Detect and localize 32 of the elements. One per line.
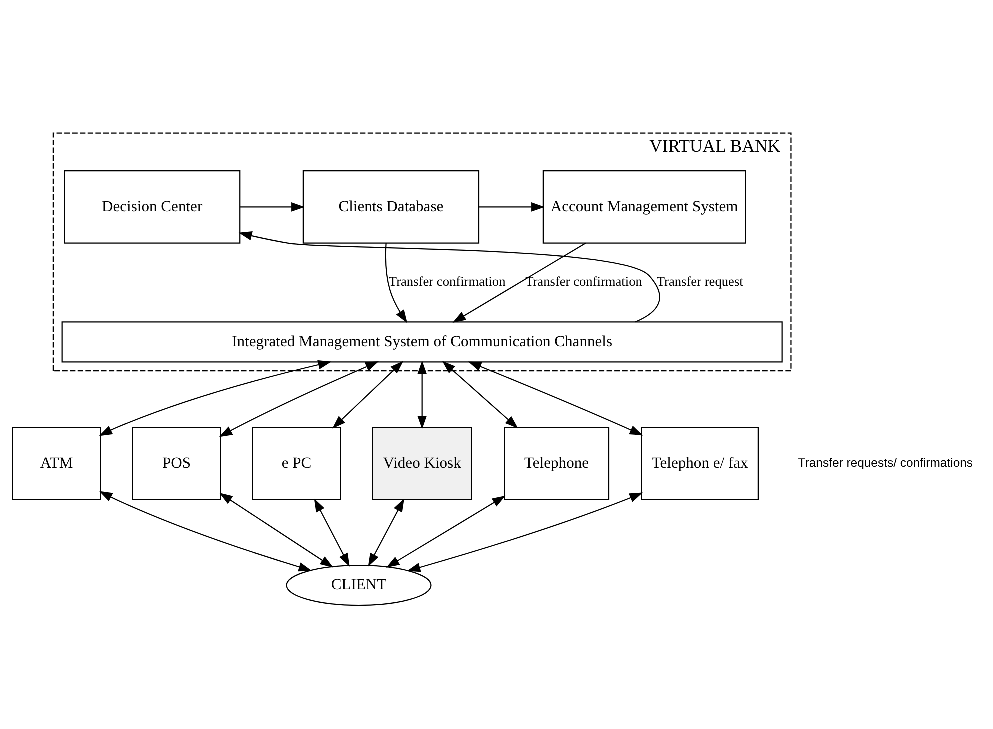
arrow — [442, 360, 518, 428]
arrow — [240, 202, 305, 212]
edge-label: Transfer request — [656, 274, 744, 289]
arrow — [238, 230, 660, 322]
node-box: Account Management System — [542, 170, 746, 244]
node-box: Video Kiosk — [372, 426, 472, 500]
node-box: POS — [132, 426, 222, 500]
node-box: Integrated Management System of Communication Channels — [62, 321, 783, 362]
node-box: Decision Center — [64, 170, 241, 244]
arrow — [418, 360, 427, 429]
node-ellipse: CLIENT — [286, 564, 432, 606]
arrow — [332, 360, 404, 428]
edge-label: Transfer confirmation — [526, 274, 642, 289]
arrow — [99, 360, 332, 436]
arrow — [407, 492, 644, 572]
node-box: Telephon e/ fax — [641, 426, 759, 500]
arrow — [219, 492, 334, 568]
label: Transfer requests/ confirmations — [798, 456, 974, 470]
arrow — [368, 498, 404, 566]
arrow — [219, 361, 380, 437]
arrow — [386, 495, 506, 568]
arrow — [385, 242, 408, 323]
arrow — [452, 242, 586, 322]
arrow — [99, 490, 312, 572]
node-box: ATM — [12, 426, 102, 500]
arrow — [479, 202, 545, 212]
node-box: Clients Database — [302, 170, 480, 244]
node-box: e PC — [252, 426, 342, 500]
arrow — [468, 361, 644, 436]
edge-label: Transfer confirmation — [388, 274, 506, 289]
arrow — [314, 498, 350, 566]
node-box: Telephone — [504, 426, 610, 500]
